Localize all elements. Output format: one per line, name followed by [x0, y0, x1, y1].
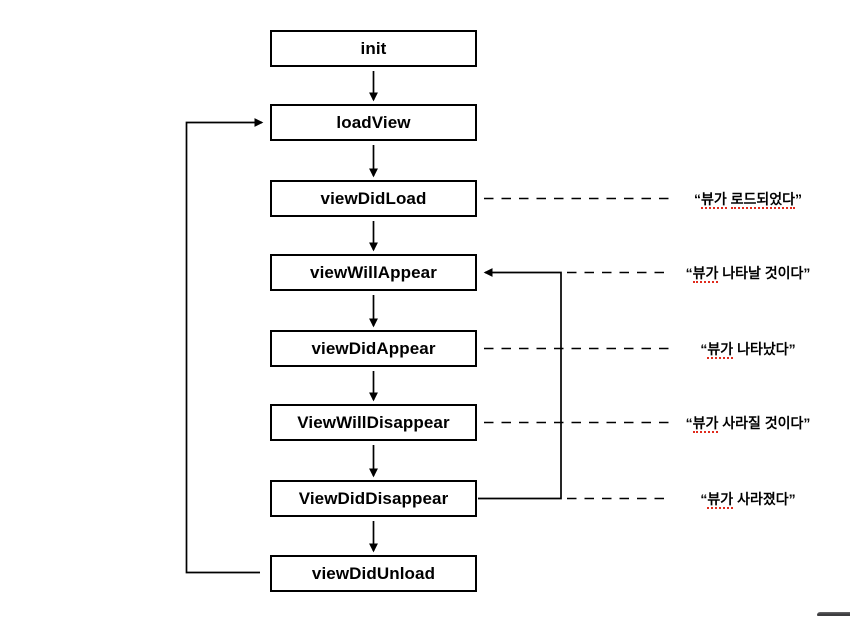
annotation-viewwillappear: “뷰가 나타날 것이다”	[656, 263, 840, 283]
loop-viewdidunload-to-loadview	[185, 118, 264, 574]
annotation-word: 뷰가	[700, 190, 727, 209]
open-quote: “	[700, 340, 708, 357]
flow-node-viewwilldisappear: ViewWillDisappear	[270, 404, 477, 441]
annotation-word: 사라질 것이다	[722, 414, 804, 431]
annotation-word: 뷰가	[692, 414, 719, 433]
close-quote: ”	[803, 414, 811, 431]
open-quote: “	[685, 264, 693, 281]
annotation-word: 나타날 것이다	[722, 264, 804, 281]
close-quote: ”	[803, 264, 811, 281]
annotation-viewdiddisappear: “뷰가 사라졌다”	[656, 489, 840, 509]
cutoff-corner-bar	[817, 612, 850, 616]
close-quote: ”	[788, 490, 796, 507]
flow-node-loadview: loadView	[270, 104, 477, 141]
flow-node-viewdidappear: viewDidAppear	[270, 330, 477, 367]
flow-node-viewdidunload: viewDidUnload	[270, 555, 477, 592]
annotation-word: 나타났다	[737, 340, 789, 357]
open-quote: “	[685, 414, 693, 431]
loop-viewdiddisappear-to-viewwillappear	[478, 268, 562, 500]
flow-node-init: init	[270, 30, 477, 67]
annotation-viewwilldisappear: “뷰가 사라질 것이다”	[656, 413, 840, 433]
open-quote: “	[700, 490, 708, 507]
close-quote: ”	[788, 340, 796, 357]
open-quote: “	[693, 190, 701, 207]
annotation-word: 뷰가	[707, 340, 734, 359]
annotation-viewdidload: “뷰가 로드되었다”	[656, 189, 840, 209]
annotation-word: 사라졌다	[737, 490, 789, 507]
flow-node-viewwillappear: viewWillAppear	[270, 254, 477, 291]
close-quote: ”	[795, 190, 803, 207]
annotation-word: 뷰가	[692, 264, 719, 283]
annotation-viewdidappear: “뷰가 나타났다”	[656, 339, 840, 359]
annotation-word: 뷰가	[707, 490, 734, 509]
annotation-word: 로드되었다	[730, 190, 796, 209]
flow-node-viewdiddisappear: ViewDidDisappear	[270, 480, 477, 517]
flow-node-viewdidload: viewDidLoad	[270, 180, 477, 217]
